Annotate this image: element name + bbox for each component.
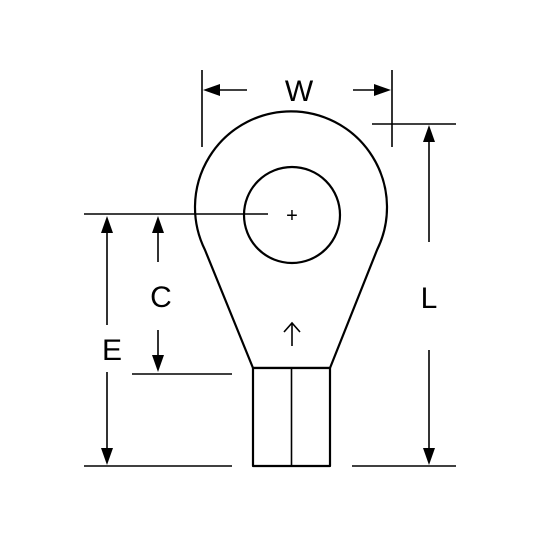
dimension-center-to-end: E	[84, 216, 232, 467]
c-label: C	[150, 281, 172, 314]
dimension-center-to-barrel: C	[132, 216, 232, 375]
e-arrow-top	[101, 216, 113, 233]
dimension-length: L	[352, 123, 456, 467]
c-arrow-top	[152, 216, 164, 233]
stud-hole	[242, 165, 342, 265]
length-arrow-bottom	[423, 448, 435, 465]
width-arrow-right	[374, 84, 391, 96]
center-mark: +	[286, 205, 298, 227]
dimension-width: W	[201, 70, 393, 147]
e-label: E	[102, 334, 122, 367]
c-arrow-bottom	[152, 355, 164, 372]
width-label: W	[285, 75, 314, 108]
width-arrow-left	[203, 84, 220, 96]
length-arrow-top	[423, 125, 435, 142]
length-label: L	[421, 282, 438, 315]
e-arrow-bottom	[101, 448, 113, 465]
terminal-body: +	[193, 110, 389, 468]
up-arrow-icon	[283, 321, 301, 346]
